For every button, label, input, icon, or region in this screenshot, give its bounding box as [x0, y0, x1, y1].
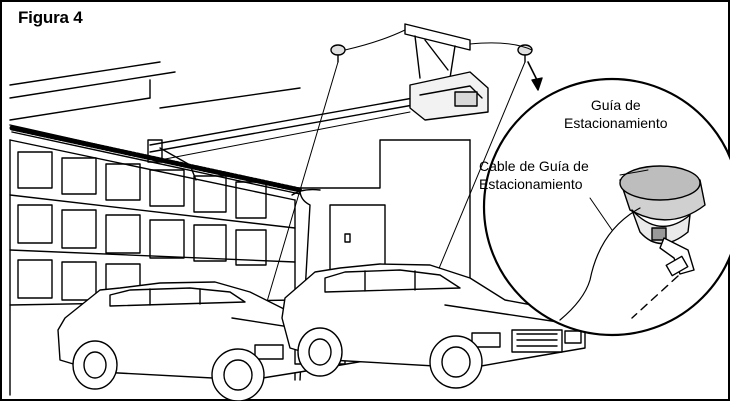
- cable-label-line2: Estacionamiento: [479, 176, 583, 192]
- detail-callout: [482, 77, 730, 337]
- guide-label-line2: Estacionamiento: [564, 115, 668, 131]
- cable-label-line1: Cable de Guía de: [479, 158, 589, 174]
- park-guides: [265, 29, 543, 306]
- cable-callout-label: Cable de Guía de Estacionamiento: [479, 157, 589, 193]
- guide-label-line1: Guía de: [590, 97, 641, 113]
- garage-door-opener: [147, 23, 489, 181]
- car-right: [281, 263, 586, 389]
- figure-title: Figura 4: [18, 8, 83, 27]
- guide-callout-label: Guía de Estacionamiento: [564, 96, 668, 132]
